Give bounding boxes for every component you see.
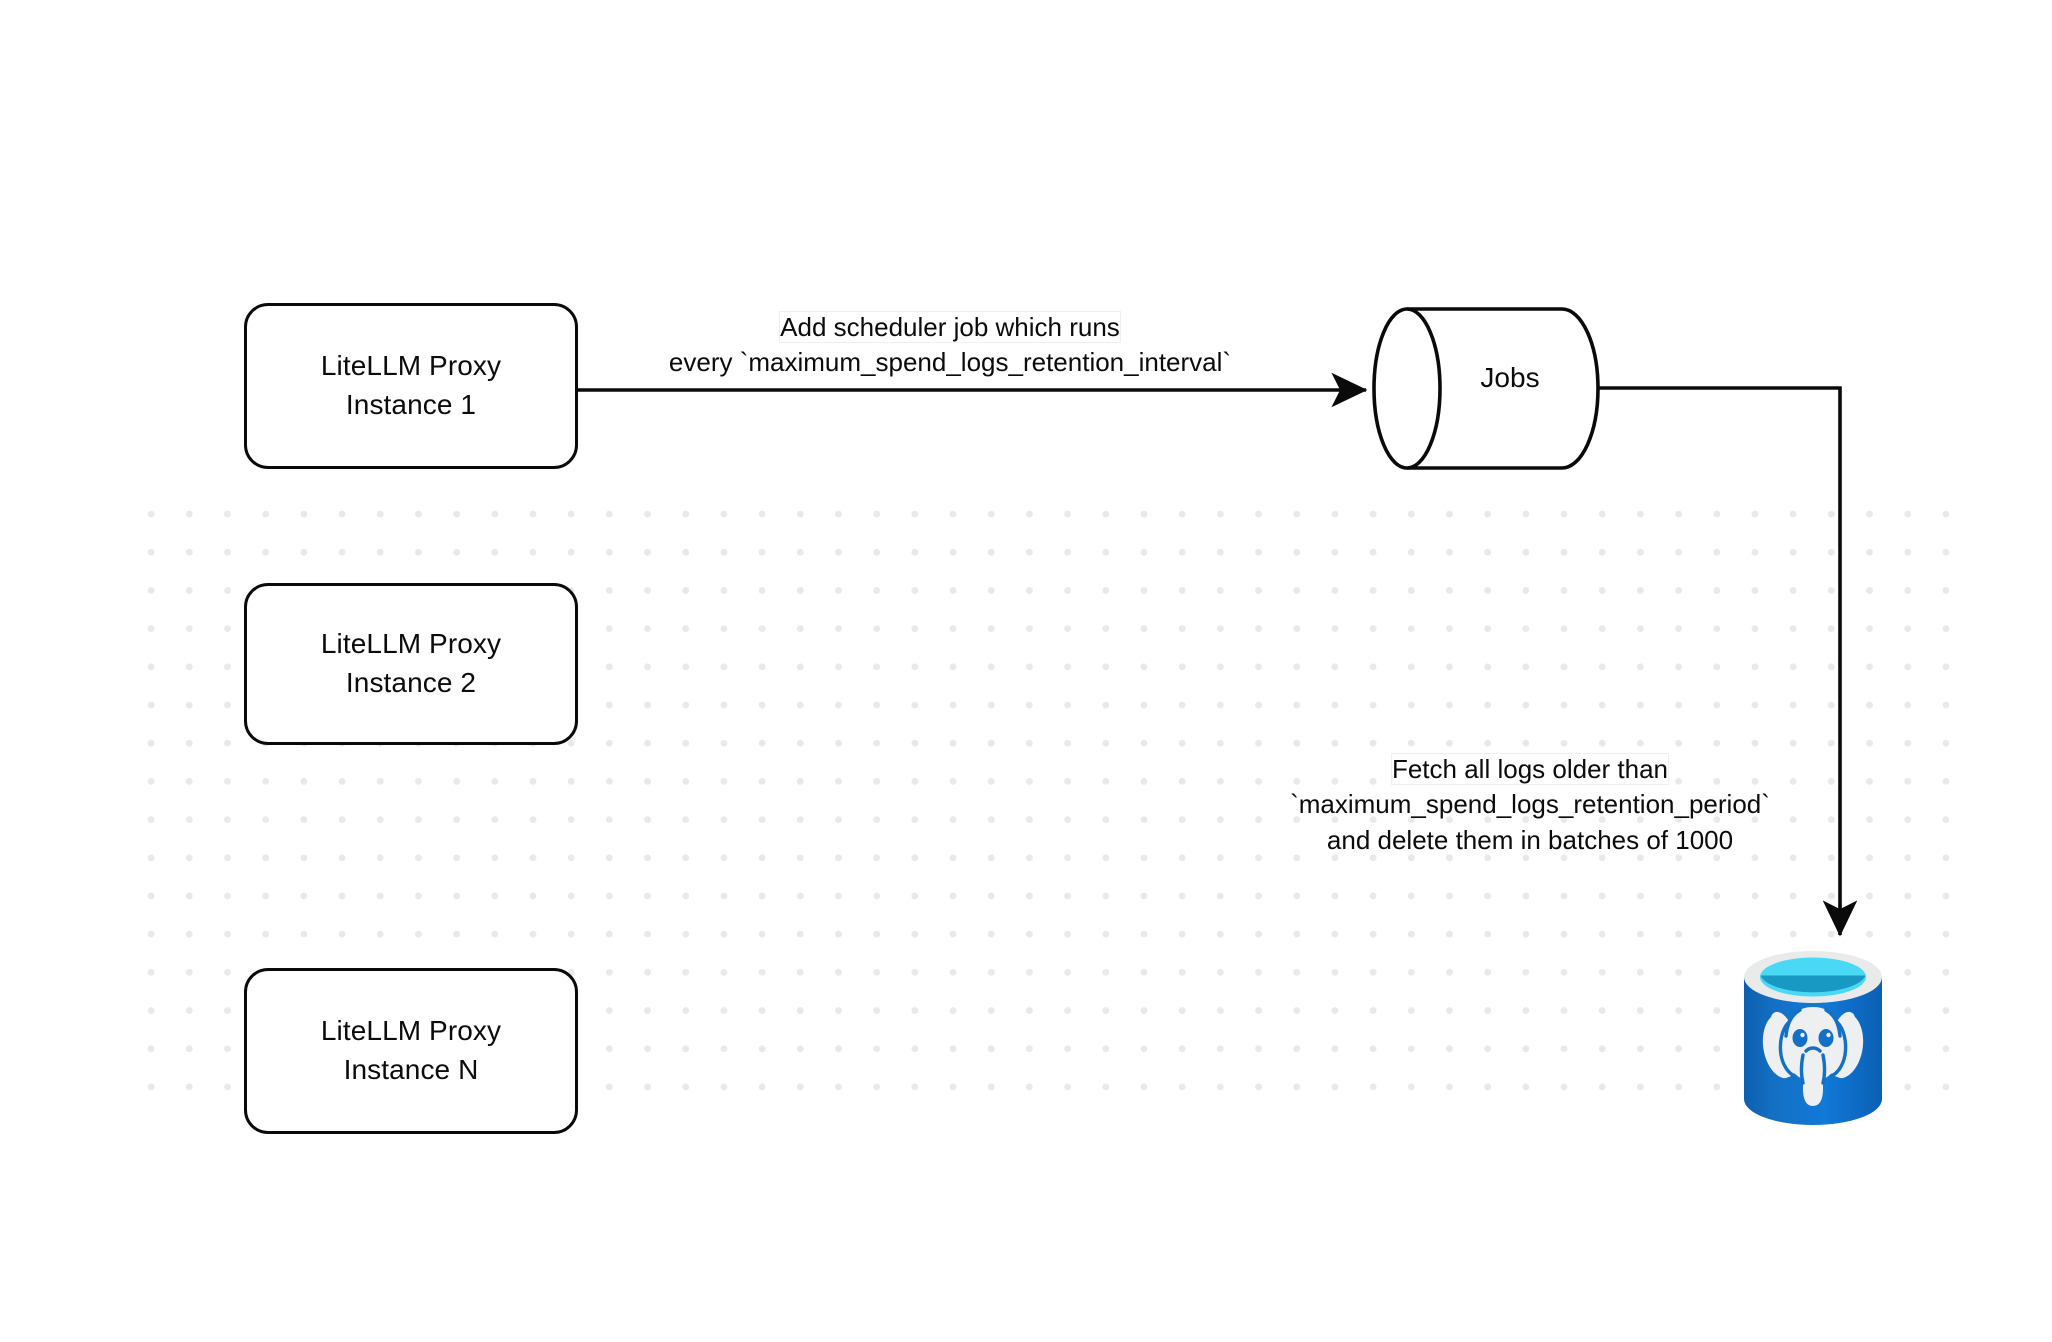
node-jobs-queue[interactable] [1371, 306, 1600, 471]
edge-label-add-scheduler-job: Add scheduler job which runs every `maxi… [620, 310, 1280, 381]
node-litellm-proxy-instance-2[interactable]: LiteLLM Proxy Instance 2 [244, 583, 578, 745]
node-litellm-proxy-instance-n[interactable]: LiteLLM Proxy Instance N [244, 968, 578, 1134]
node-label: LiteLLM Proxy Instance 2 [320, 628, 502, 698]
edge-label-line-1: Fetch all logs older than [1390, 753, 1670, 785]
postgresql-database-icon [1744, 951, 1882, 1125]
postgres-top-inner-fill [1760, 975, 1866, 993]
node-jobs-label: Jobs [1480, 362, 1540, 393]
node-label: LiteLLM Proxy Instance 1 [320, 350, 502, 420]
node-postgres-database[interactable] [1740, 943, 1886, 1133]
edge-label-line-3: and delete them in batches of 1000 [1326, 824, 1734, 855]
postgres-elephant-detail [1778, 1008, 1848, 1085]
edge-label-line-1: Add scheduler job which runs [779, 311, 1121, 343]
cylinder-icon [1372, 307, 1600, 470]
edge-label-line-2: `maximum_spend_logs_retention_period` [1290, 789, 1770, 820]
node-label: LiteLLM Proxy Instance N [320, 1015, 502, 1085]
edge-label-fetch-and-delete-logs: Fetch all logs older than `maximum_spend… [1250, 752, 1810, 858]
node-litellm-proxy-instance-1[interactable]: LiteLLM Proxy Instance 1 [244, 303, 578, 469]
edge-label-line-2: every `maximum_spend_logs_retention_inte… [668, 347, 1232, 378]
